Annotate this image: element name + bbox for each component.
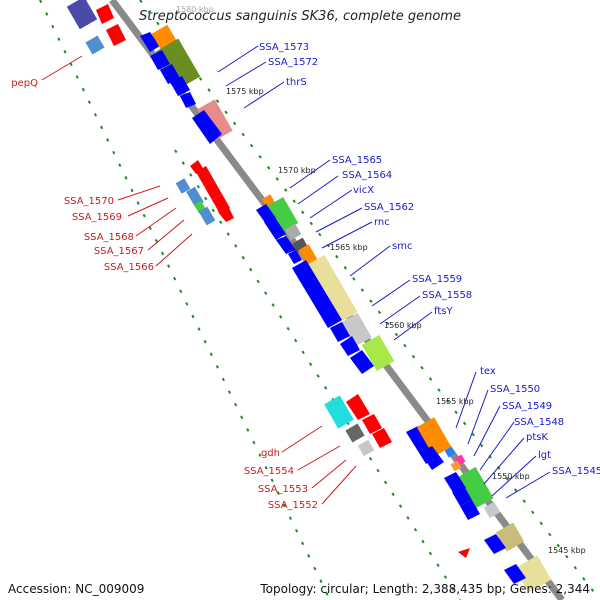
forward-gene-labels[interactable]: SSA_1573 SSA_1572 thrS SSA_1565 SSA_1564…	[259, 42, 600, 477]
gene-label: SSA_1562	[364, 202, 414, 213]
feature-block	[483, 501, 501, 519]
cds-arrow	[276, 236, 296, 254]
feature-block	[155, 38, 201, 90]
scale-label: 1560 kbp	[384, 321, 422, 330]
feature-block	[345, 423, 365, 443]
feature-block	[85, 35, 105, 55]
cds-arrow	[106, 24, 126, 46]
feature-block	[265, 197, 299, 233]
cds-arrow	[292, 260, 342, 328]
gene-label: SSA_1554	[244, 466, 294, 477]
gene-label: vicX	[353, 185, 374, 196]
gene-label: SSA_1568	[84, 232, 134, 243]
scale-label: 1555 kbp	[436, 397, 474, 406]
gene-label: SSA_1548	[514, 417, 564, 428]
reverse-gene-labels[interactable]: pepQ SSA_1570 SSA_1569 SSA_1568 SSA_1567…	[11, 78, 318, 511]
guide-lines	[39, 0, 600, 600]
scale-label: 1565 kbp	[330, 243, 368, 252]
feature-block	[340, 312, 372, 348]
gene-label: ftsY	[434, 306, 453, 317]
cds-arrow	[180, 92, 196, 108]
gene-label: tex	[480, 366, 496, 377]
cds-arrow	[140, 32, 160, 52]
cds-arrow	[218, 206, 234, 222]
feature-block	[292, 237, 308, 253]
scale-label: 1580 kbp	[176, 5, 214, 14]
map-title: Streptococcus sanguinis SK36, complete g…	[139, 9, 461, 24]
gene-label: SSA_1553	[258, 484, 308, 495]
feature-block	[298, 244, 318, 266]
gene-label: SSA_1572	[268, 57, 318, 68]
cds-arrow	[452, 486, 472, 506]
gene-label: gdh	[261, 448, 280, 459]
reverse-features[interactable]	[85, 4, 470, 558]
scale-label: 1570 kbp	[278, 166, 316, 175]
feature-block	[197, 99, 233, 141]
feature-block	[324, 395, 354, 429]
feature-block	[357, 439, 375, 457]
cds-arrow	[330, 322, 350, 342]
cds-arrow	[160, 64, 180, 84]
cds-arrow	[340, 336, 360, 356]
gene-label: lgt	[538, 450, 551, 461]
gene-label: thrS	[286, 77, 307, 88]
feature-block	[450, 460, 462, 472]
cds-arrow	[96, 4, 114, 24]
cds-arrow	[372, 428, 392, 448]
cds-arrow	[350, 350, 374, 374]
gene-label: SSA_1559	[412, 274, 462, 285]
gene-label: SSA_1566	[104, 262, 154, 273]
gene-label: SSA_1564	[342, 170, 392, 181]
cds-arrow	[204, 180, 222, 200]
cds-arrow	[504, 564, 526, 584]
gene-label: SSA_1567	[94, 246, 144, 257]
feature-block	[456, 466, 494, 510]
feature-block	[444, 446, 456, 458]
feature-block	[284, 223, 302, 241]
gene-label: SSA_1569	[72, 212, 122, 223]
feature-block	[416, 417, 452, 457]
gene-label: SSA_1552	[268, 500, 318, 511]
gene-label: SSA_1573	[259, 42, 309, 53]
cds-arrow	[150, 50, 170, 70]
cds-arrow	[362, 414, 382, 434]
scale-label: 1550 kbp	[492, 472, 530, 481]
gene-label: SSA_1565	[332, 155, 382, 166]
cds-arrow	[346, 394, 370, 420]
cds-arrow	[196, 166, 214, 186]
topology-text: Topology: circular; Length: 2,388,435 bp…	[260, 582, 590, 596]
feature-block	[514, 555, 552, 593]
gene-label: SSA_1550	[490, 384, 540, 395]
gene-label: SSA_1570	[64, 196, 114, 207]
cds-arrow	[420, 446, 444, 470]
cds-arrow	[484, 534, 506, 554]
gene-label: ptsK	[526, 432, 548, 443]
feature-block	[198, 206, 216, 226]
feature-block	[361, 335, 395, 371]
callout-lines	[41, 45, 551, 505]
accession-text: Accession: NC_009009	[8, 582, 145, 596]
gene-label: SSA_1549	[502, 401, 552, 412]
cds-arrow	[288, 250, 302, 264]
forward-features[interactable]	[66, 0, 552, 593]
cds-arrow	[170, 76, 190, 96]
gene-label: pepQ	[11, 78, 38, 89]
gene-label: rnc	[374, 217, 390, 228]
feature-block	[66, 0, 98, 30]
gene-label: SSA_1558	[422, 290, 472, 301]
scale-label: 1545 kbp	[548, 546, 586, 555]
feature-block	[175, 178, 191, 194]
cds-arrow	[192, 110, 222, 144]
scale-labels: 1580 kbp 1575 kbp 1570 kbp 1565 kbp 1560…	[176, 5, 586, 555]
cds-arrow	[460, 500, 480, 520]
cds-arrow	[264, 216, 286, 240]
gene-label: SSA_1545	[552, 466, 600, 477]
scale-label: 1575 kbp	[226, 87, 264, 96]
cds-arrow	[458, 548, 470, 558]
gene-label: smc	[392, 241, 412, 252]
